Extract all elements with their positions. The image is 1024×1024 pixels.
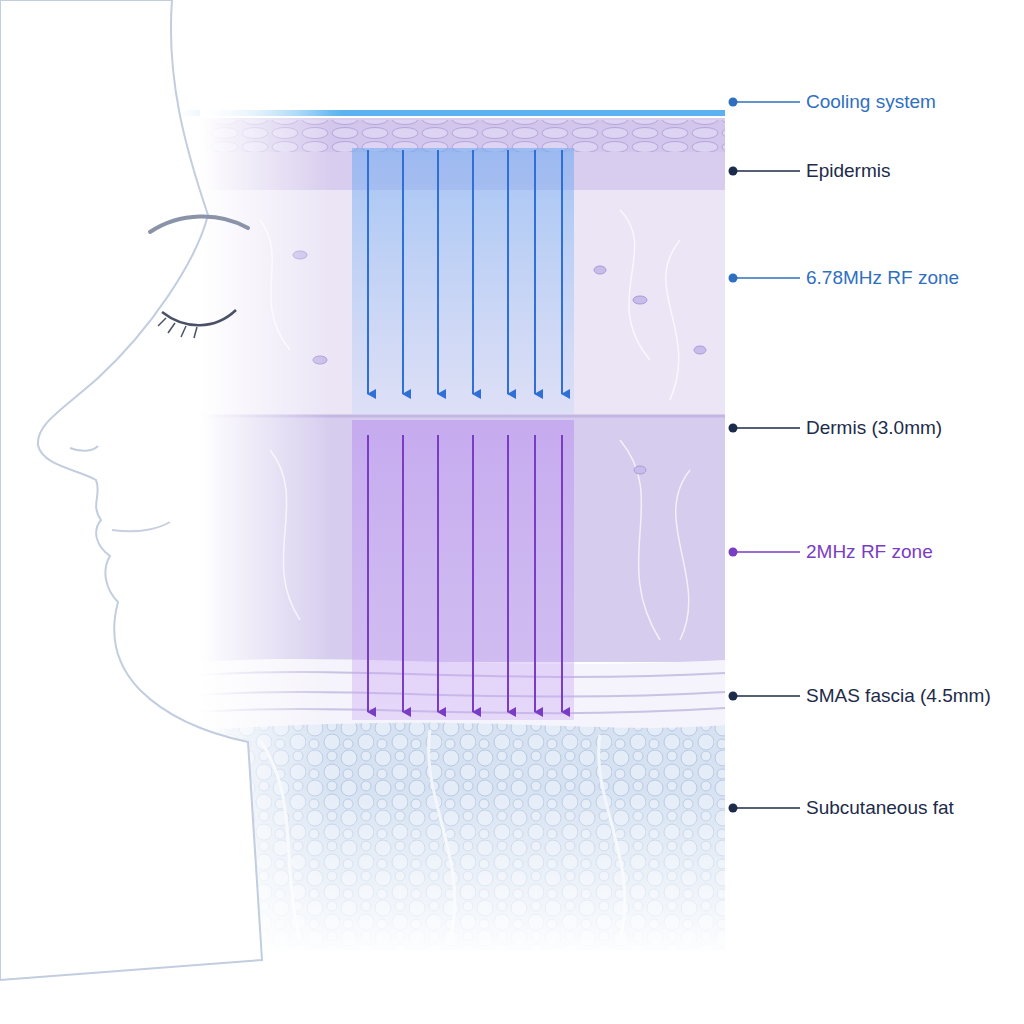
layer-label: Dermis (3.0mm)	[806, 416, 942, 440]
layer-label: 6.78MHz RF zone	[806, 266, 959, 290]
layer-label: SMAS fascia (4.5mm)	[806, 684, 991, 708]
layer-label: 2MHz RF zone	[806, 540, 933, 564]
layer-label: Epidermis	[806, 159, 890, 183]
layer-label: Subcutaneous fat	[806, 796, 954, 820]
layer-label: Cooling system	[806, 90, 936, 114]
